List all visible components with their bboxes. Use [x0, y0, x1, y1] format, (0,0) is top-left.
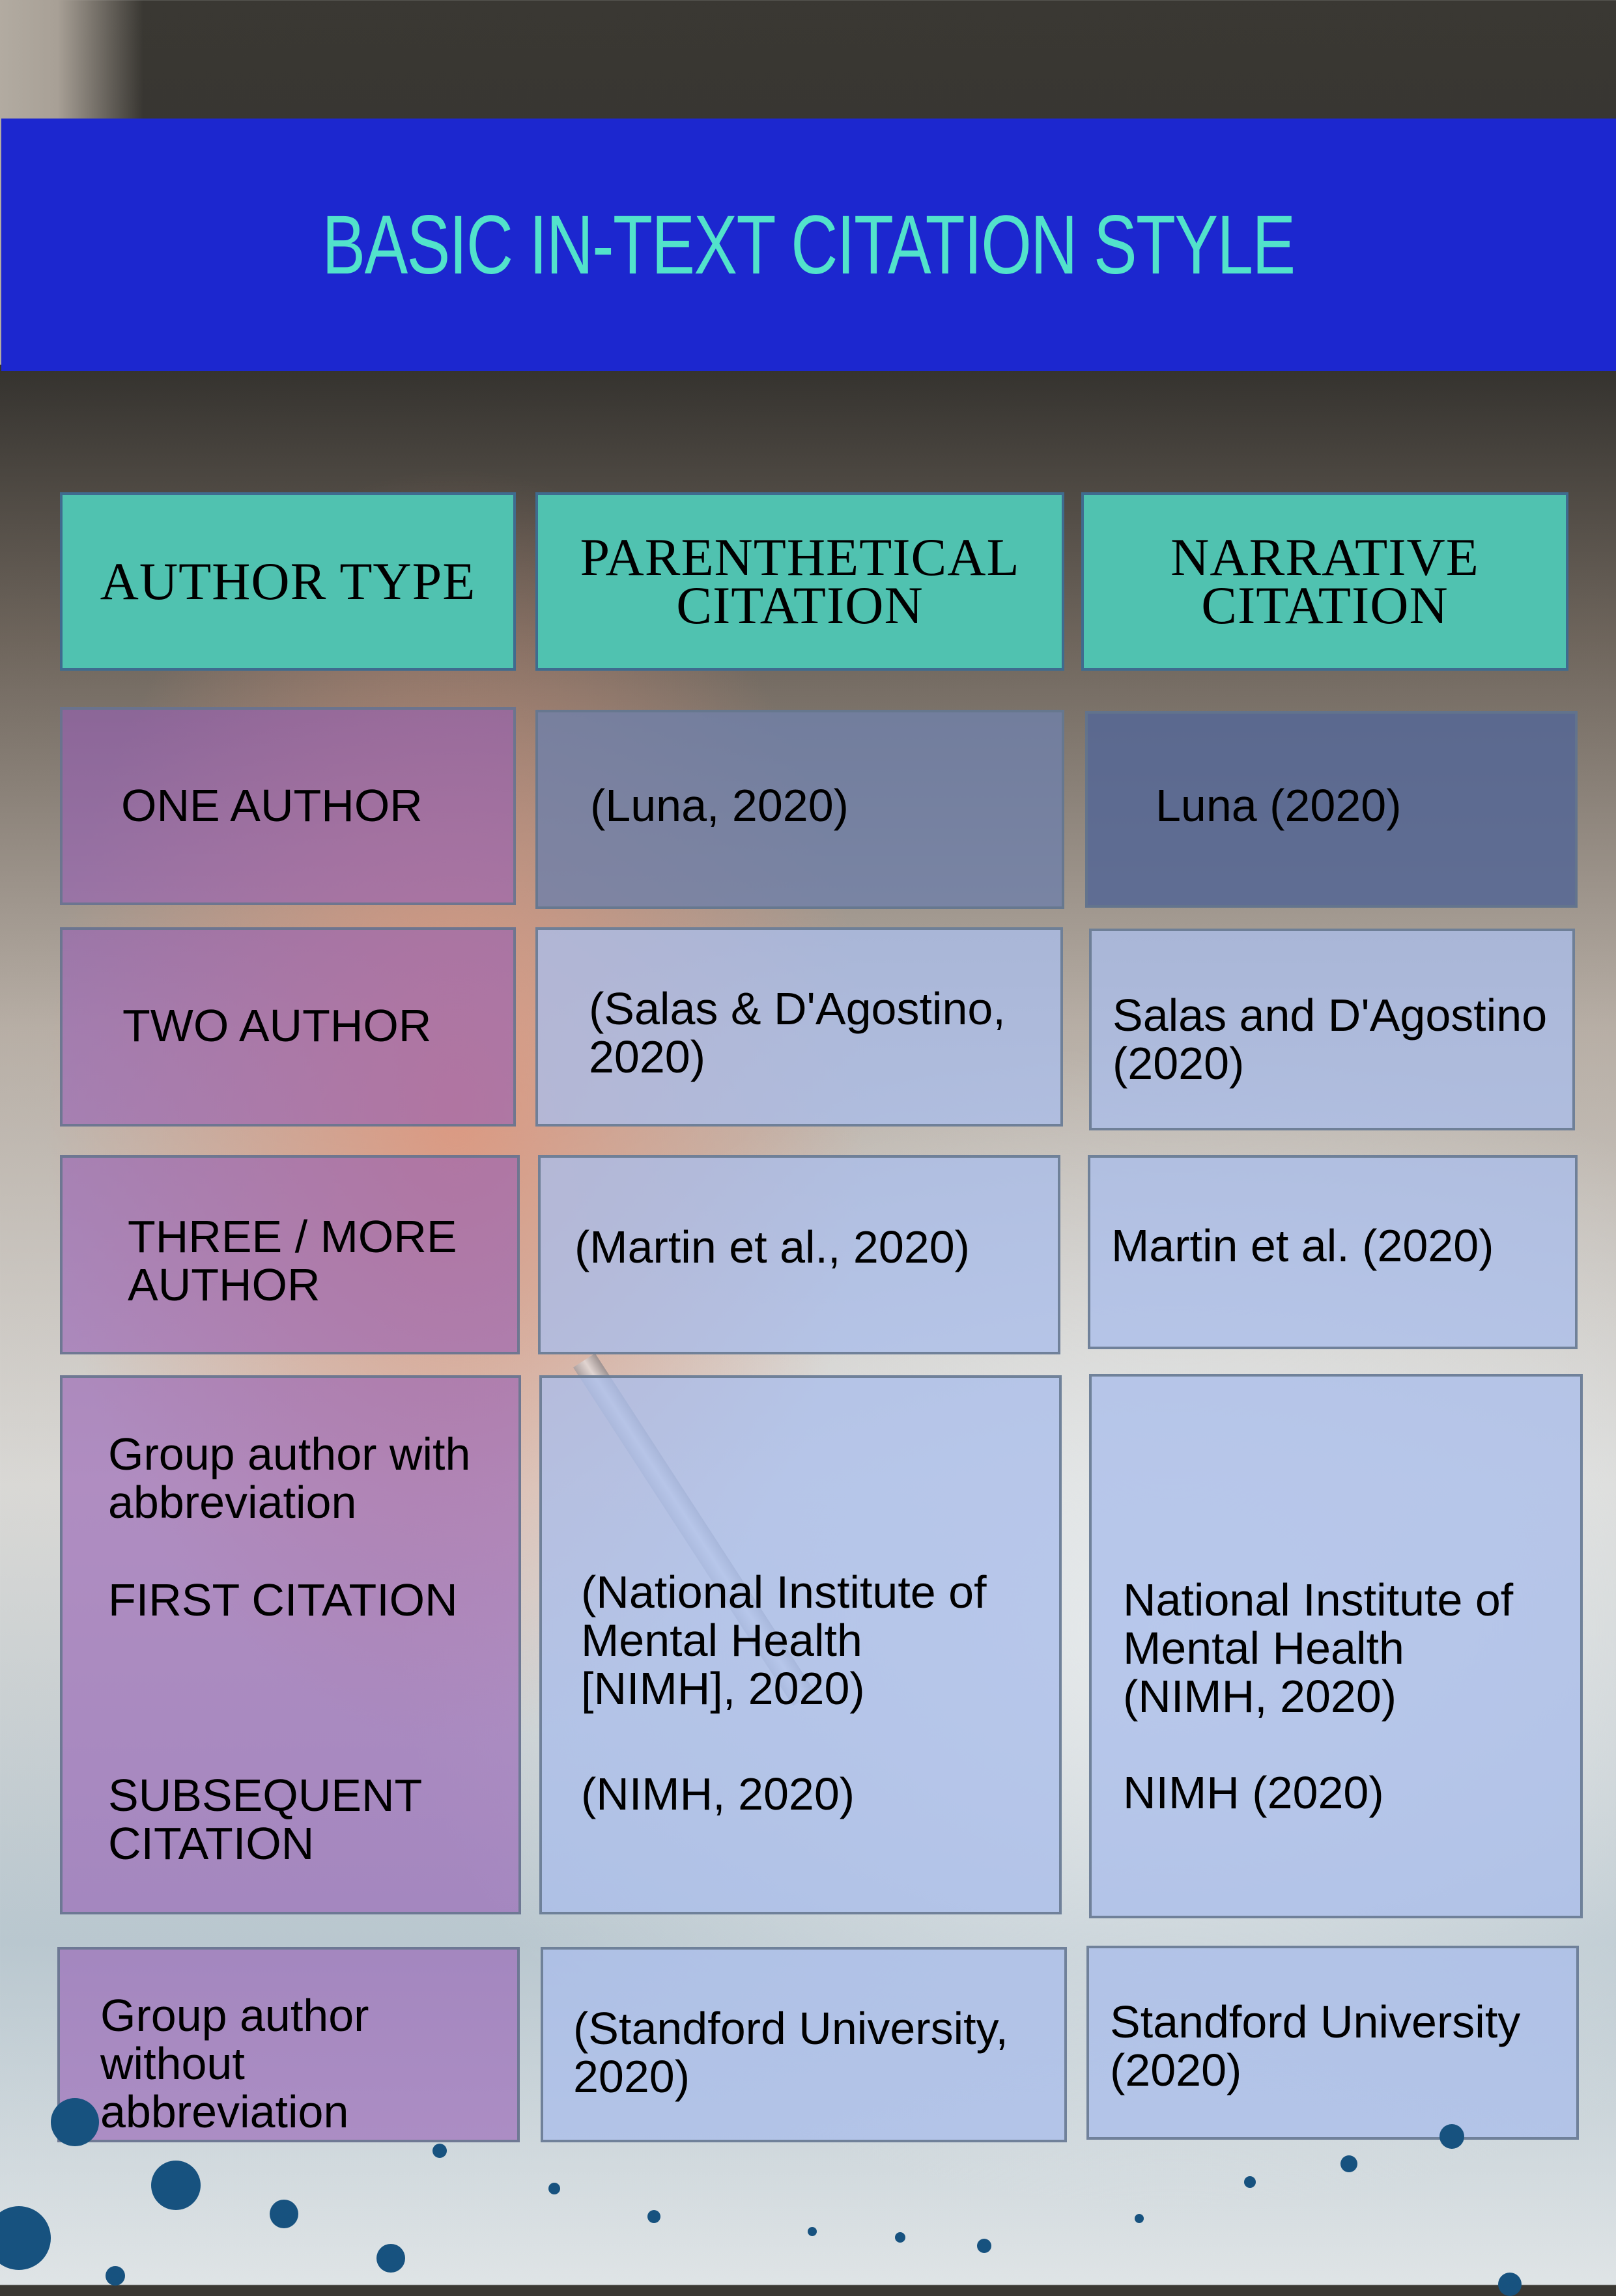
table-row-two-parenthetical: (Salas & D'Agostino, 2020) — [535, 927, 1063, 1127]
table-row-one-parenthetical: (Luna, 2020) — [535, 710, 1064, 909]
author-type-label: ONE AUTHOR — [121, 780, 423, 831]
parenthetical-citation: (Martin et al., 2020) — [574, 1222, 970, 1272]
parenthetical-first-citation: (National Institute of Mental Health [NI… — [581, 1567, 987, 1714]
table-row-group-no-abbrev-parenthetical: (Standford University, 2020) — [541, 1947, 1067, 2142]
title-banner: BASIC IN-TEXT CITATION STYLE — [1, 119, 1616, 371]
header-label: NARRATIVE CITATION — [1170, 527, 1479, 635]
table-row-three-author-type: THREE / MORE AUTHOR — [60, 1155, 520, 1354]
narrative-citation: Standford University (2020) — [1110, 1996, 1521, 2095]
table-row-group-abbrev-narrative: National Institute of Mental Health (NIM… — [1089, 1374, 1583, 1918]
author-type-label: TWO AUTHOR — [122, 1000, 432, 1051]
parenthetical-subsequent-citation: (NIMH, 2020) — [581, 1769, 855, 1819]
author-type-label: Group author without abbreviation — [100, 1990, 369, 2137]
header-narrative-citation: NARRATIVE CITATION — [1081, 492, 1568, 671]
table-row-one-narrative: Luna (2020) — [1085, 711, 1578, 908]
header-label: PARENTHETICAL CITATION — [580, 527, 1020, 635]
narrative-first-citation: National Institute of Mental Health (NIM… — [1123, 1575, 1514, 1722]
table-row-group-abbrev-parenthetical: (National Institute of Mental Health [NI… — [539, 1375, 1062, 1914]
author-type-label: Group author with abbreviation — [108, 1429, 471, 1528]
narrative-citation: Salas and D'Agostino (2020) — [1113, 990, 1548, 1089]
table-row-three-parenthetical: (Martin et al., 2020) — [538, 1155, 1060, 1354]
narrative-citation: Luna (2020) — [1155, 780, 1402, 831]
narrative-subsequent-citation: NIMH (2020) — [1123, 1767, 1384, 1818]
parenthetical-citation: (Salas & D'Agostino, 2020) — [589, 983, 1006, 1082]
parenthetical-citation: (Standford University, 2020) — [573, 2003, 1008, 2102]
table-row-two-author-type: TWO AUTHOR — [60, 927, 516, 1127]
table-row-group-no-abbrev-narrative: Standford University (2020) — [1086, 1946, 1579, 2140]
header-label: AUTHOR TYPE — [100, 552, 476, 611]
subsequent-citation-label: SUBSEQUENT CITATION — [108, 1770, 423, 1869]
page-title: BASIC IN-TEXT CITATION STYLE — [322, 198, 1296, 292]
narrative-citation: Martin et al. (2020) — [1111, 1220, 1494, 1271]
header-parenthetical-citation: PARENTHETICAL CITATION — [535, 492, 1064, 671]
table-row-three-narrative: Martin et al. (2020) — [1088, 1155, 1578, 1349]
first-citation-label: FIRST CITATION — [108, 1575, 458, 1625]
table-row-two-narrative: Salas and D'Agostino (2020) — [1089, 929, 1575, 1130]
author-type-label: THREE / MORE AUTHOR — [128, 1211, 457, 1310]
table-row-one-author-type: ONE AUTHOR — [60, 707, 516, 905]
table-row-group-abbrev-author-type: Group author with abbreviation FIRST CIT… — [60, 1375, 521, 1914]
header-author-type: AUTHOR TYPE — [60, 492, 516, 671]
table-row-group-no-abbrev-author-type: Group author without abbreviation — [57, 1947, 520, 2142]
parenthetical-citation: (Luna, 2020) — [590, 780, 849, 831]
